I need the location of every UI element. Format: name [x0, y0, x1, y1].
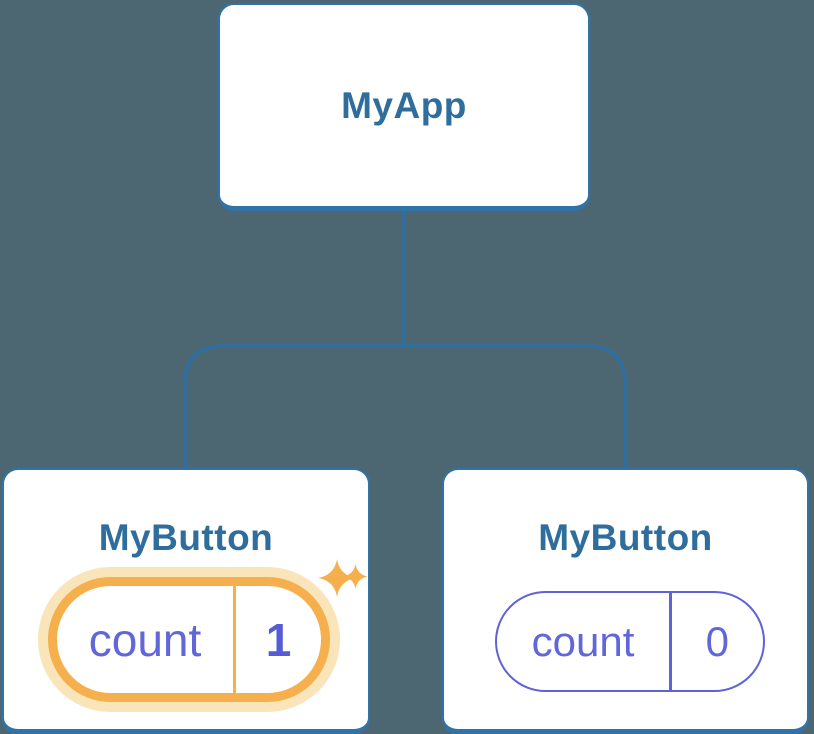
sparkle-icon-large: [318, 559, 356, 597]
tree-node-myapp: MyApp: [218, 3, 590, 211]
node-label: MyApp: [341, 84, 467, 126]
state-key: count: [88, 613, 202, 666]
state-value: 0: [705, 617, 729, 665]
state-badge-highlighted: count 1: [48, 577, 330, 702]
state-key: count: [531, 617, 635, 665]
state-divider: [669, 593, 672, 690]
state-value: 1: [265, 613, 292, 666]
tree-node-mybutton-updated: MyButton count 1: [2, 468, 370, 734]
state-badge-plain: count 0: [495, 591, 765, 692]
node-label: MyButton: [98, 517, 274, 558]
tree-node-mybutton-unchanged: MyButton count 0: [442, 468, 809, 734]
node-label: MyButton: [538, 517, 713, 558]
state-divider: [233, 586, 236, 693]
connector-branch: [183, 344, 627, 468]
sparkle-icon-small: [343, 564, 368, 589]
